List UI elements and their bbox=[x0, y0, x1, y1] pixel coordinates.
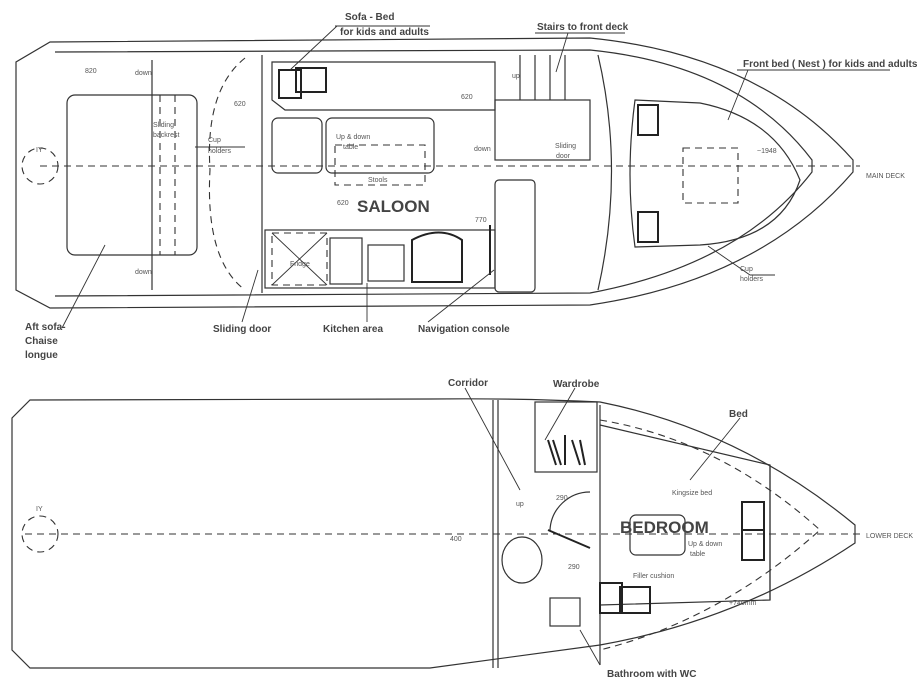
aft-sliding-door bbox=[208, 57, 246, 291]
aft-sofa bbox=[66, 94, 198, 256]
label-holders: holders bbox=[208, 148, 231, 155]
toilet bbox=[501, 536, 543, 584]
lower-deck-hull bbox=[11, 398, 856, 669]
label-iy: IY bbox=[36, 147, 43, 154]
label-sofa-bed-sub: for kids and adults bbox=[340, 27, 429, 38]
label-down: down bbox=[135, 70, 152, 77]
bedroom-table bbox=[629, 514, 686, 556]
dimension: 400 bbox=[450, 536, 462, 543]
label-up: up bbox=[516, 501, 524, 508]
front-bed-nest bbox=[629, 99, 801, 248]
cushion bbox=[295, 67, 327, 93]
stove bbox=[329, 237, 363, 285]
label-aft-sofa-3: longue bbox=[25, 350, 58, 361]
lower-deck-name: LOWER DECK bbox=[866, 533, 913, 540]
label-cup: Cup bbox=[208, 137, 221, 144]
label-table-2: table bbox=[343, 144, 358, 151]
room-bedroom: BEDROOM bbox=[620, 518, 709, 537]
cushion bbox=[278, 69, 302, 99]
cushion bbox=[741, 529, 765, 561]
label-wardrobe: Wardrobe bbox=[553, 379, 600, 390]
label-up: up bbox=[512, 73, 520, 80]
label-down: down bbox=[135, 269, 152, 276]
cushion bbox=[741, 501, 765, 531]
dimension: 820 bbox=[85, 68, 97, 75]
dimension: 620 bbox=[337, 200, 349, 207]
label-aft-sofa: Aft sofa- bbox=[25, 322, 66, 333]
label-kingsize: Kingsize bed bbox=[672, 490, 712, 497]
stools bbox=[334, 144, 426, 186]
main-deck-inner-hull bbox=[54, 49, 813, 297]
sliding-door-cabin bbox=[494, 99, 591, 161]
reference-circle bbox=[21, 515, 59, 553]
label-aft-sofa-2: Chaise bbox=[25, 336, 58, 347]
forward-bulkhead bbox=[597, 54, 613, 291]
cushion bbox=[619, 586, 651, 614]
dimension: 620 bbox=[234, 101, 246, 108]
label-height: +740mm bbox=[729, 600, 757, 607]
lower-deck-labels: Corridor Wardrobe Bed Bathroom with WC B… bbox=[36, 378, 913, 680]
label-navigation: Navigation console bbox=[418, 324, 510, 335]
sofa-bed bbox=[271, 61, 496, 111]
saloon-table bbox=[325, 117, 435, 174]
label-iy: IY bbox=[36, 506, 43, 513]
label-fridge: Fridge bbox=[290, 261, 310, 268]
cushion bbox=[637, 104, 659, 136]
label-down: down bbox=[474, 146, 491, 153]
main-deck-name: MAIN DECK bbox=[866, 173, 905, 180]
label-door-small: door bbox=[556, 153, 571, 160]
lower-deck-plan bbox=[11, 387, 860, 669]
label-holders-2: holders bbox=[740, 276, 763, 283]
cushion bbox=[599, 582, 623, 614]
main-deck-plan bbox=[15, 25, 890, 329]
label-table: table bbox=[690, 551, 705, 558]
label-kitchen: Kitchen area bbox=[323, 324, 383, 335]
label-cup-2: Cup bbox=[740, 266, 753, 273]
main-deck-labels: Sofa - Bed for kids and adults Stairs to… bbox=[25, 12, 918, 361]
label-corridor: Corridor bbox=[448, 378, 488, 389]
label-front-bed: Front bed ( Nest ) for kids and adults bbox=[743, 59, 918, 70]
sink bbox=[367, 244, 405, 282]
hangers bbox=[547, 435, 586, 466]
cushion bbox=[637, 211, 659, 243]
label-sofa-bed: Sofa - Bed bbox=[345, 12, 394, 23]
label-sliding-door-small: Sliding bbox=[555, 143, 576, 150]
bathroom-door-swing bbox=[549, 491, 591, 531]
room-saloon: SALOON bbox=[357, 197, 430, 216]
nest-table bbox=[682, 147, 739, 204]
label-bed: Bed bbox=[729, 409, 748, 420]
dimension: 770 bbox=[475, 217, 487, 224]
helm-seat bbox=[411, 231, 463, 283]
label-up-down: Up & down bbox=[688, 541, 722, 548]
label-stairs: Stairs to front deck bbox=[537, 22, 629, 33]
dimension: 290 bbox=[568, 564, 580, 571]
wardrobe bbox=[534, 401, 598, 473]
fridge bbox=[271, 232, 328, 286]
label-bathroom: Bathroom with WC bbox=[607, 669, 696, 680]
bathroom-sink bbox=[549, 597, 581, 627]
label-sliding-door: Sliding door bbox=[213, 324, 271, 335]
reference-circle bbox=[21, 147, 59, 185]
label-stools: Stools bbox=[368, 177, 388, 184]
label-filler: Filler cushion bbox=[633, 573, 674, 580]
label-table: Up & down bbox=[336, 134, 370, 141]
label-sliding: Sliding bbox=[153, 122, 174, 129]
dimension: 620 bbox=[461, 94, 473, 101]
dimension: 290 bbox=[556, 495, 568, 502]
label-backrest: backrest bbox=[153, 132, 180, 139]
main-deck-hull bbox=[15, 37, 854, 309]
dimension: ~1948 bbox=[757, 148, 777, 155]
forward-locker bbox=[494, 179, 536, 293]
